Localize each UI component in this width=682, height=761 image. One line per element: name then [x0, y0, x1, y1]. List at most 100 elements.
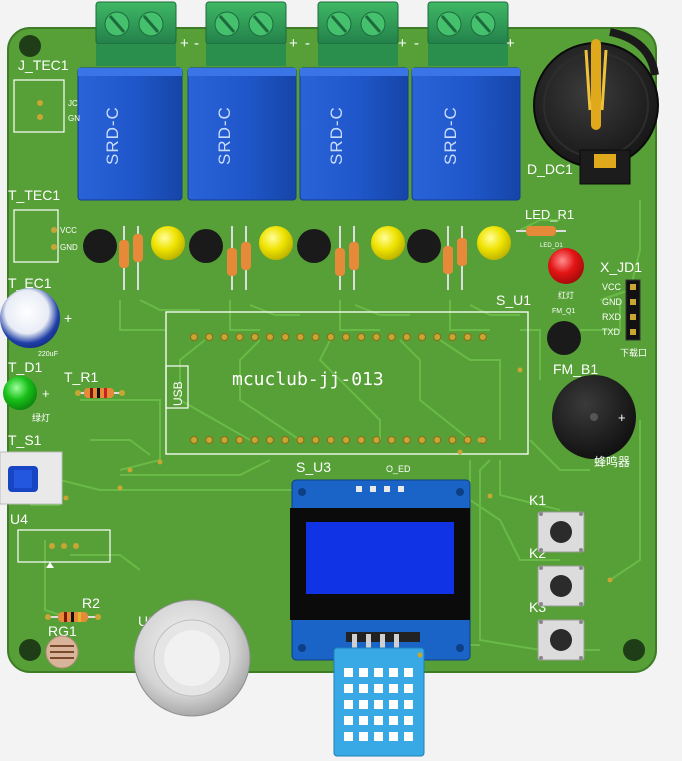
oled-screen — [306, 522, 454, 594]
label-t-tec1: T_TEC1 — [8, 187, 60, 203]
label-led-r1: LED_R1 — [525, 207, 574, 222]
dht-vent-hole — [359, 732, 368, 741]
dht-vent-hole — [404, 716, 413, 725]
relay-1-label: SRD-C — [103, 106, 122, 165]
mount-hole-br — [623, 639, 645, 661]
led-d1-small: LED_D1 — [540, 243, 563, 249]
resistor-pair-2 — [227, 226, 251, 290]
label-t-d1: T_D1 — [8, 359, 42, 375]
j-tec1-pin-jc: JC — [68, 99, 78, 108]
label-x-jd1: X_JD1 — [600, 259, 642, 275]
module-u4 — [17, 529, 111, 568]
led-green-label: 绿灯 — [32, 412, 50, 423]
j-tec1-connector: JC GN — [13, 79, 80, 133]
button-k3[interactable] — [537, 619, 585, 661]
mcu-pin-pad — [387, 333, 396, 341]
t-tec1-pin-vcc: VCC — [60, 226, 77, 235]
term1-minus: - — [194, 35, 199, 52]
label-fm-b1: FM_B1 — [553, 361, 598, 377]
dht-vent-hole — [344, 732, 353, 741]
label-s-u1: S_U1 — [496, 292, 531, 308]
gas-sensor-u2 — [133, 599, 251, 717]
mcu-pin-pad — [266, 333, 274, 341]
dht-vent-hole — [359, 684, 368, 693]
j-tec1-pin-gn: GN — [68, 114, 80, 123]
mcu-pin-pad — [402, 436, 411, 444]
battery-holder — [533, 28, 659, 185]
label-t-r1: T_R1 — [64, 369, 98, 385]
mcu-pin-pad — [478, 333, 487, 341]
dht-vent-hole — [344, 716, 353, 725]
fm-q1-label: FM_Q1 — [552, 308, 575, 315]
relays: SRD-C SRD-C SRD-C SRD-C — [77, 67, 521, 201]
mcu-pin-pad — [357, 436, 366, 444]
dht-vent-grid — [344, 668, 413, 741]
dht-vent-hole — [389, 684, 398, 693]
dht-vent-hole — [404, 732, 413, 741]
mcu-pin-pad — [235, 436, 244, 444]
term4-plus: + — [506, 35, 515, 52]
led-red-label: 红灯 — [558, 290, 574, 300]
board-title: mcuclub-jj-013 — [232, 369, 384, 390]
mcu-pin-pad — [433, 436, 442, 444]
mcu-bottom-pins — [190, 436, 487, 444]
mcu-pin-pad — [463, 333, 472, 341]
dht-vent-hole — [344, 668, 353, 677]
switch-t-s1 — [0, 451, 63, 505]
mcu-pin-pad — [220, 333, 229, 341]
cap-value: 220uF — [38, 351, 58, 358]
mcu-pin-pad — [296, 333, 305, 341]
mcu-pin-pad — [235, 333, 244, 341]
relay-1: SRD-C — [77, 67, 183, 201]
label-t-s1: T_S1 — [8, 432, 42, 448]
mcu-pin-pad — [266, 436, 274, 444]
button-k1[interactable] — [537, 511, 585, 553]
mcu-pin-pad — [387, 436, 396, 444]
screw-terminal-1 — [95, 1, 177, 66]
resistor-led-r1: LED_D1 — [516, 226, 566, 249]
mcu-top-pins — [190, 333, 487, 341]
resistor-pair-1 — [119, 226, 143, 290]
vias — [63, 367, 613, 658]
label-j-tec1: J_TEC1 — [18, 57, 69, 73]
term3-minus: - — [414, 35, 419, 52]
mcu-pin-pad — [296, 436, 305, 444]
term3-plus: + — [398, 35, 407, 52]
mcu-pin-pad — [250, 333, 259, 341]
mcu-pin-pad — [433, 333, 442, 341]
dht-vent-hole — [344, 700, 353, 709]
serial-pin-rxd: RXD — [602, 312, 622, 322]
label-s-u3: S_U3 — [296, 459, 331, 475]
serial-pin-gnd: GND — [602, 297, 623, 307]
term1-plus: + — [180, 35, 189, 52]
mcu-pin-pad — [326, 333, 335, 341]
dht-vent-hole — [344, 684, 353, 693]
buzzer-fm-b1: + 蜂鸣器 — [552, 375, 636, 469]
relay-3: SRD-C — [299, 67, 409, 201]
cap-plus: + — [64, 310, 72, 326]
dht-vent-hole — [389, 716, 398, 725]
screw-terminal-2 — [205, 1, 287, 66]
resistor-pair-3 — [335, 226, 359, 290]
serial-label: 下载口 — [620, 347, 647, 358]
mcu-pin-pad — [402, 333, 411, 341]
dht-vent-hole — [374, 668, 383, 677]
label-r2: R2 — [82, 595, 100, 611]
serial-header-x-jd1: VCC GND RXD TXD 下载口 — [602, 279, 647, 358]
relay-4-label: SRD-C — [441, 106, 460, 165]
buzzer-label: 蜂鸣器 — [594, 454, 630, 469]
t-tec1-pin-gnd: GND — [60, 243, 78, 252]
mcu-pin-pad — [311, 333, 320, 341]
mcu-pin-pad — [418, 333, 426, 341]
button-k2[interactable] — [537, 565, 585, 607]
dht-vent-hole — [374, 732, 383, 741]
mount-hole-tl — [19, 35, 41, 57]
led-green-plus: + — [42, 386, 50, 401]
mcu-pin-pad — [281, 333, 290, 341]
buzzer-plus: + — [618, 410, 626, 425]
dht-vent-hole — [359, 716, 368, 725]
dht-vent-hole — [374, 716, 383, 725]
label-u4: U4 — [10, 511, 28, 527]
